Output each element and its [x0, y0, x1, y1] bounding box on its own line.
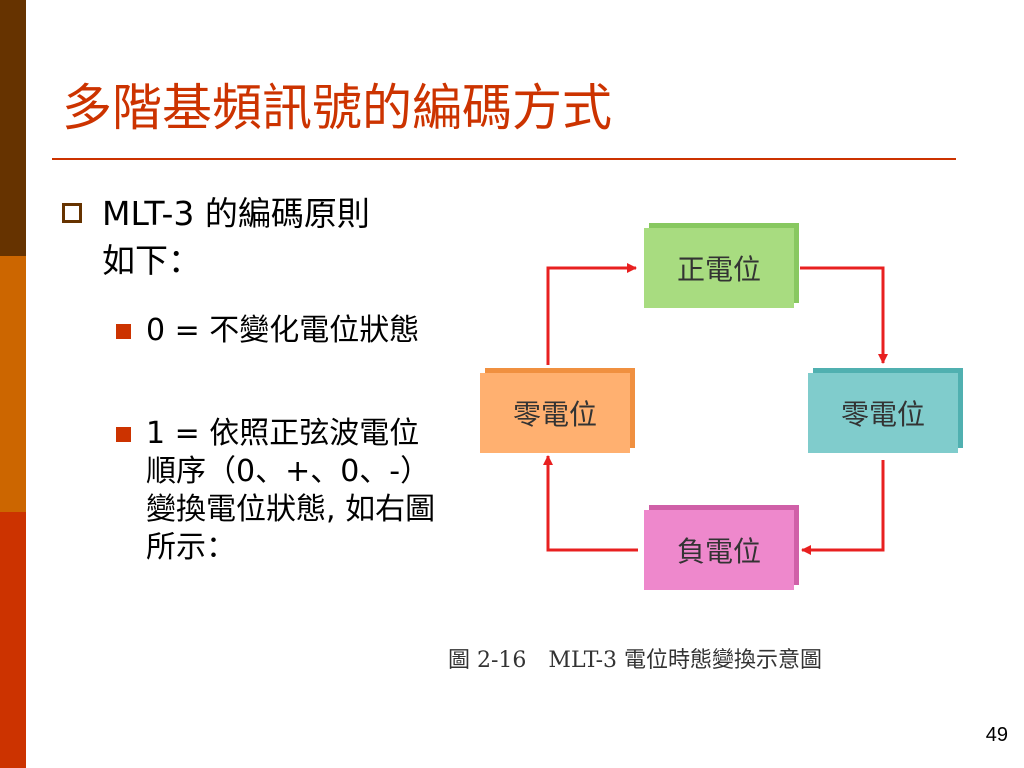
arrow-negative-to-zero-left: [543, 455, 638, 552]
sidebar-stripe-bottom: [0, 512, 26, 768]
figure-caption: 圖 2-16 MLT-3 電位時態變換示意圖: [448, 648, 823, 673]
main-bullet: MLT-3 的編碼原則如下：: [62, 190, 402, 284]
sidebar-stripe-top: [0, 0, 26, 256]
sub-bullet-zero-rule: 0 = 不變化電位狀態: [116, 312, 436, 350]
filled-square-bullet-icon: [116, 427, 131, 442]
sub-bullet-text: 0 = 不變化電位狀態: [146, 313, 420, 348]
sidebar-stripe-middle: [0, 256, 26, 512]
page-number: 49: [985, 724, 1008, 746]
mlt3-state-diagram: 正電位 零電位 負電位 零電位: [470, 220, 970, 590]
filled-square-bullet-icon: [116, 324, 131, 339]
slide-title: 多階基頻訊號的編碼方式: [62, 79, 612, 137]
arrow-positive-to-zero-right: [800, 266, 888, 364]
state-positive: 正電位: [644, 228, 794, 308]
arrow-zero-right-to-negative: [801, 460, 885, 555]
hollow-square-bullet-icon: [62, 203, 82, 223]
arrow-zero-left-to-positive: [546, 263, 637, 365]
transition-arrows: [543, 263, 888, 555]
state-negative: 負電位: [644, 510, 794, 590]
main-bullet-text: MLT-3 的編碼原則如下：: [102, 194, 370, 280]
state-zero-left: 零電位: [480, 373, 630, 453]
sub-bullet-text: 1 = 依照正弦波電位順序（0、+、0、-）變換電位狀態, 如右圖所示：: [146, 416, 436, 565]
sub-bullet-one-rule: 1 = 依照正弦波電位順序（0、+、0、-）變換電位狀態, 如右圖所示：: [116, 415, 436, 567]
state-zero-right: 零電位: [808, 373, 958, 453]
title-divider: [52, 158, 956, 160]
